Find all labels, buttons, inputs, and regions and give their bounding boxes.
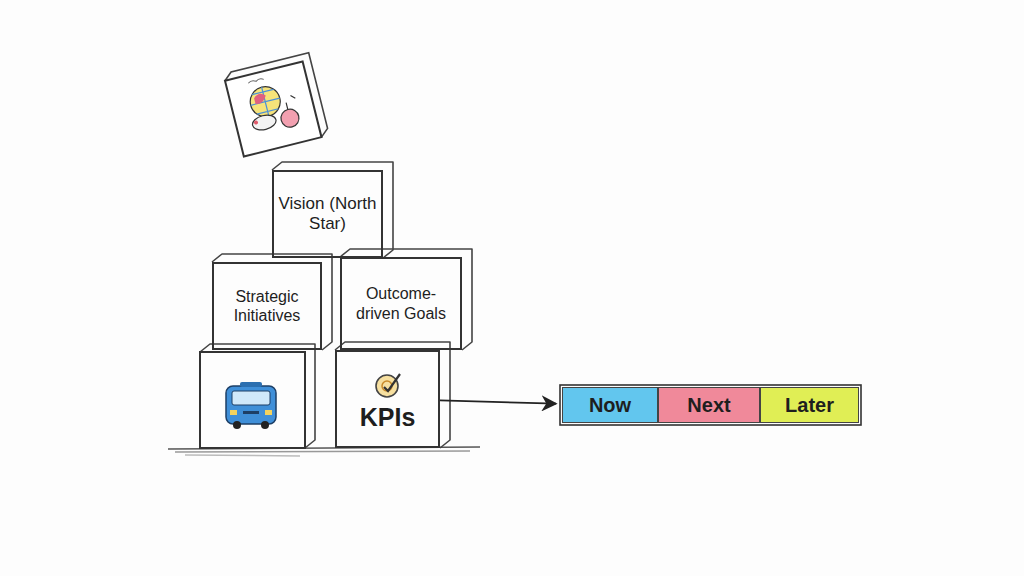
cube-depth [200,162,472,448]
stack-box: Outcome-driven Goals [340,257,462,350]
icon-box [200,352,305,448]
roadmap-cell: Later [760,387,859,423]
flow-arrow [440,400,556,403]
node-label: KPIs [360,402,416,432]
node-label: Next [687,393,730,417]
top-illustration-box [223,53,329,157]
node-label: Later [785,393,834,417]
node-label: Vision (North Star) [278,194,377,235]
stack-box: Strategic Initiatives [212,262,322,350]
node-label: Now [589,393,631,417]
roadmap-cell: Now [562,387,658,423]
roadmap-bar [560,385,861,425]
bus-icon [226,382,276,429]
target-icon [376,374,400,397]
node-label: Strategic Initiatives [218,287,316,325]
roadmap-cell: Next [658,387,760,423]
stack-box: Vision (North Star) [272,170,383,258]
stack-box: KPIs [335,350,440,448]
node-label: Outcome-driven Goals [346,284,456,322]
